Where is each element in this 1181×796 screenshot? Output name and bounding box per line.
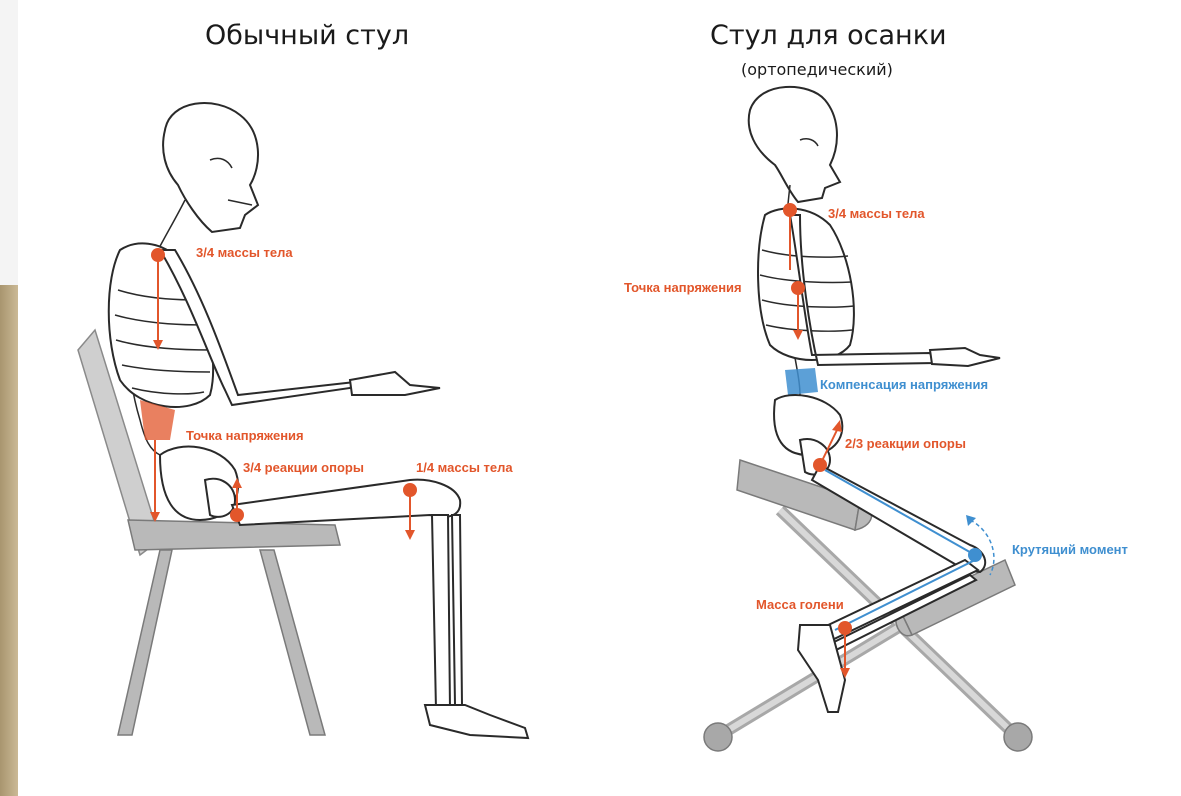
right-label-tension-point: Точка напряжения: [624, 280, 742, 295]
right-label-support-reaction: 2/3 реакции опоры: [845, 436, 966, 451]
left-panel-title: Обычный стул: [205, 20, 409, 51]
left-label-support-reaction: 3/4 реакции опоры: [243, 460, 364, 475]
left-label-quarter-mass: 1/4 массы тела: [416, 460, 513, 475]
right-label-body-mass: 3/4 массы тела: [828, 206, 925, 221]
right-label-shin-mass: Масса голени: [756, 597, 844, 612]
left-label-tension-point: Точка напряжения: [186, 428, 304, 443]
left-label-body-mass: 3/4 массы тела: [196, 245, 293, 260]
right-panel-subtitle: (ортопедический): [741, 60, 893, 79]
right-panel-title: Стул для осанки: [710, 20, 947, 51]
kneeling-skeleton: [749, 87, 1000, 712]
right-label-torque: Крутящий момент: [1012, 542, 1128, 557]
right-label-compensation: Компенсация напряжения: [820, 377, 988, 392]
